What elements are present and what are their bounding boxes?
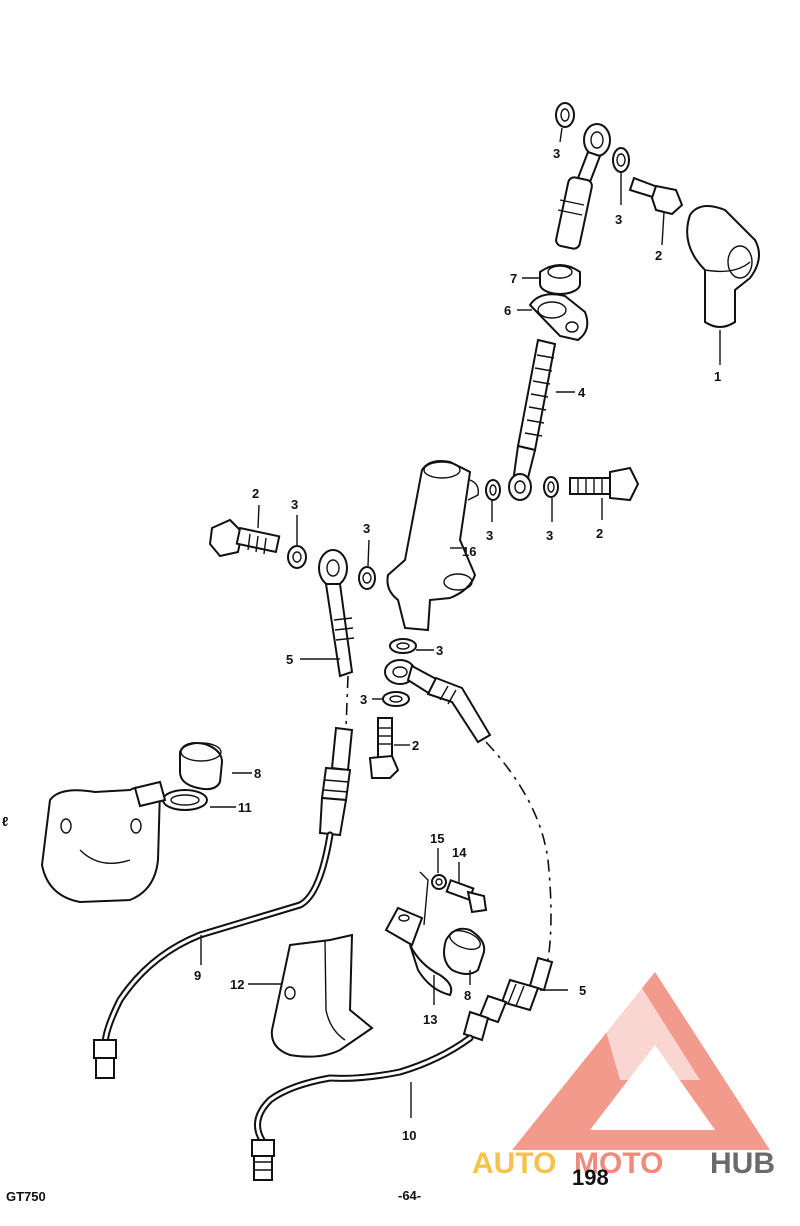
clamp-11 bbox=[133, 780, 208, 811]
washer-lower-a bbox=[389, 638, 417, 654]
callout-3h: 3 bbox=[360, 692, 367, 707]
union-bolt-right bbox=[569, 466, 640, 502]
callout-2d: 2 bbox=[412, 738, 419, 753]
callout-3a: 3 bbox=[553, 146, 560, 161]
washer-left-b bbox=[358, 566, 376, 590]
callout-3c: 3 bbox=[486, 528, 493, 543]
callout-3f: 3 bbox=[363, 521, 370, 536]
hose-lower-right bbox=[462, 956, 554, 1042]
callout-8a: 8 bbox=[254, 766, 261, 781]
plate-number: 198 bbox=[572, 1165, 609, 1190]
union-bolt-left bbox=[208, 518, 281, 558]
washer-15 bbox=[431, 874, 447, 890]
pipe-cover-12 bbox=[270, 933, 374, 1058]
clamp-13 bbox=[384, 871, 453, 997]
callout-7: 7 bbox=[510, 271, 517, 286]
union-bolt-lower bbox=[368, 717, 400, 779]
callout-8b: 8 bbox=[464, 988, 471, 1003]
union-bolt-upper bbox=[628, 176, 684, 216]
callout-11: 11 bbox=[238, 800, 252, 815]
washer-mid-left bbox=[485, 479, 501, 501]
caliper-cover bbox=[40, 786, 162, 904]
hose-top-fitting bbox=[555, 123, 611, 250]
callout-13: 13 bbox=[423, 1012, 437, 1027]
hose-continuation-right bbox=[485, 741, 552, 961]
watermark-moto: MOTO bbox=[574, 1147, 663, 1180]
bolt-14 bbox=[445, 878, 488, 914]
scan-mark: ℓ bbox=[2, 814, 8, 829]
brake-hose-5-upper bbox=[318, 549, 355, 678]
grommet-8-left bbox=[179, 742, 224, 791]
callout-5b: 5 bbox=[579, 983, 586, 998]
callout-3e: 3 bbox=[291, 497, 298, 512]
watermark-auto: AUTO bbox=[472, 1147, 556, 1180]
watermark-hub: HUB bbox=[710, 1147, 775, 1180]
washer-left-a bbox=[287, 545, 307, 569]
callout-1: 1 bbox=[714, 369, 721, 384]
three-way-joint-16 bbox=[386, 460, 480, 632]
callout-14: 14 bbox=[452, 845, 467, 860]
callout-3g: 3 bbox=[436, 643, 443, 658]
reservoir-cover bbox=[686, 205, 760, 328]
callout-3d: 3 bbox=[546, 528, 553, 543]
model-code: GT750 bbox=[6, 1189, 46, 1204]
callout-2c: 2 bbox=[596, 526, 603, 541]
callout-2b: 2 bbox=[252, 486, 259, 501]
washer-lower-b bbox=[382, 691, 410, 707]
hose-lower-left bbox=[318, 726, 354, 837]
page-number: -64- bbox=[398, 1188, 421, 1203]
brake-hose-4 bbox=[508, 338, 557, 501]
callout-9: 9 bbox=[194, 968, 201, 983]
banjo-lower bbox=[384, 659, 492, 744]
brake-pipe-10 bbox=[251, 1034, 474, 1181]
callout-3b: 3 bbox=[615, 212, 622, 227]
washer-top-right bbox=[612, 147, 630, 173]
callout-4: 4 bbox=[578, 385, 586, 400]
automotohub-logo bbox=[512, 972, 770, 1150]
washer-mid-right bbox=[543, 476, 559, 498]
callout-2a: 2 bbox=[655, 248, 662, 263]
grommet-7 bbox=[539, 264, 581, 295]
mount-plate-6 bbox=[528, 293, 589, 342]
grommet-8-right bbox=[443, 927, 486, 975]
callout-12: 12 bbox=[230, 977, 244, 992]
brake-pipe-9 bbox=[93, 831, 334, 1079]
callout-15: 15 bbox=[430, 831, 444, 846]
callout-5a: 5 bbox=[286, 652, 293, 667]
washer-top-left bbox=[555, 102, 575, 128]
callout-16: 16 bbox=[462, 544, 476, 559]
callout-10: 10 bbox=[402, 1128, 416, 1143]
callout-6: 6 bbox=[504, 303, 511, 318]
hose-continuation-left bbox=[345, 675, 349, 729]
